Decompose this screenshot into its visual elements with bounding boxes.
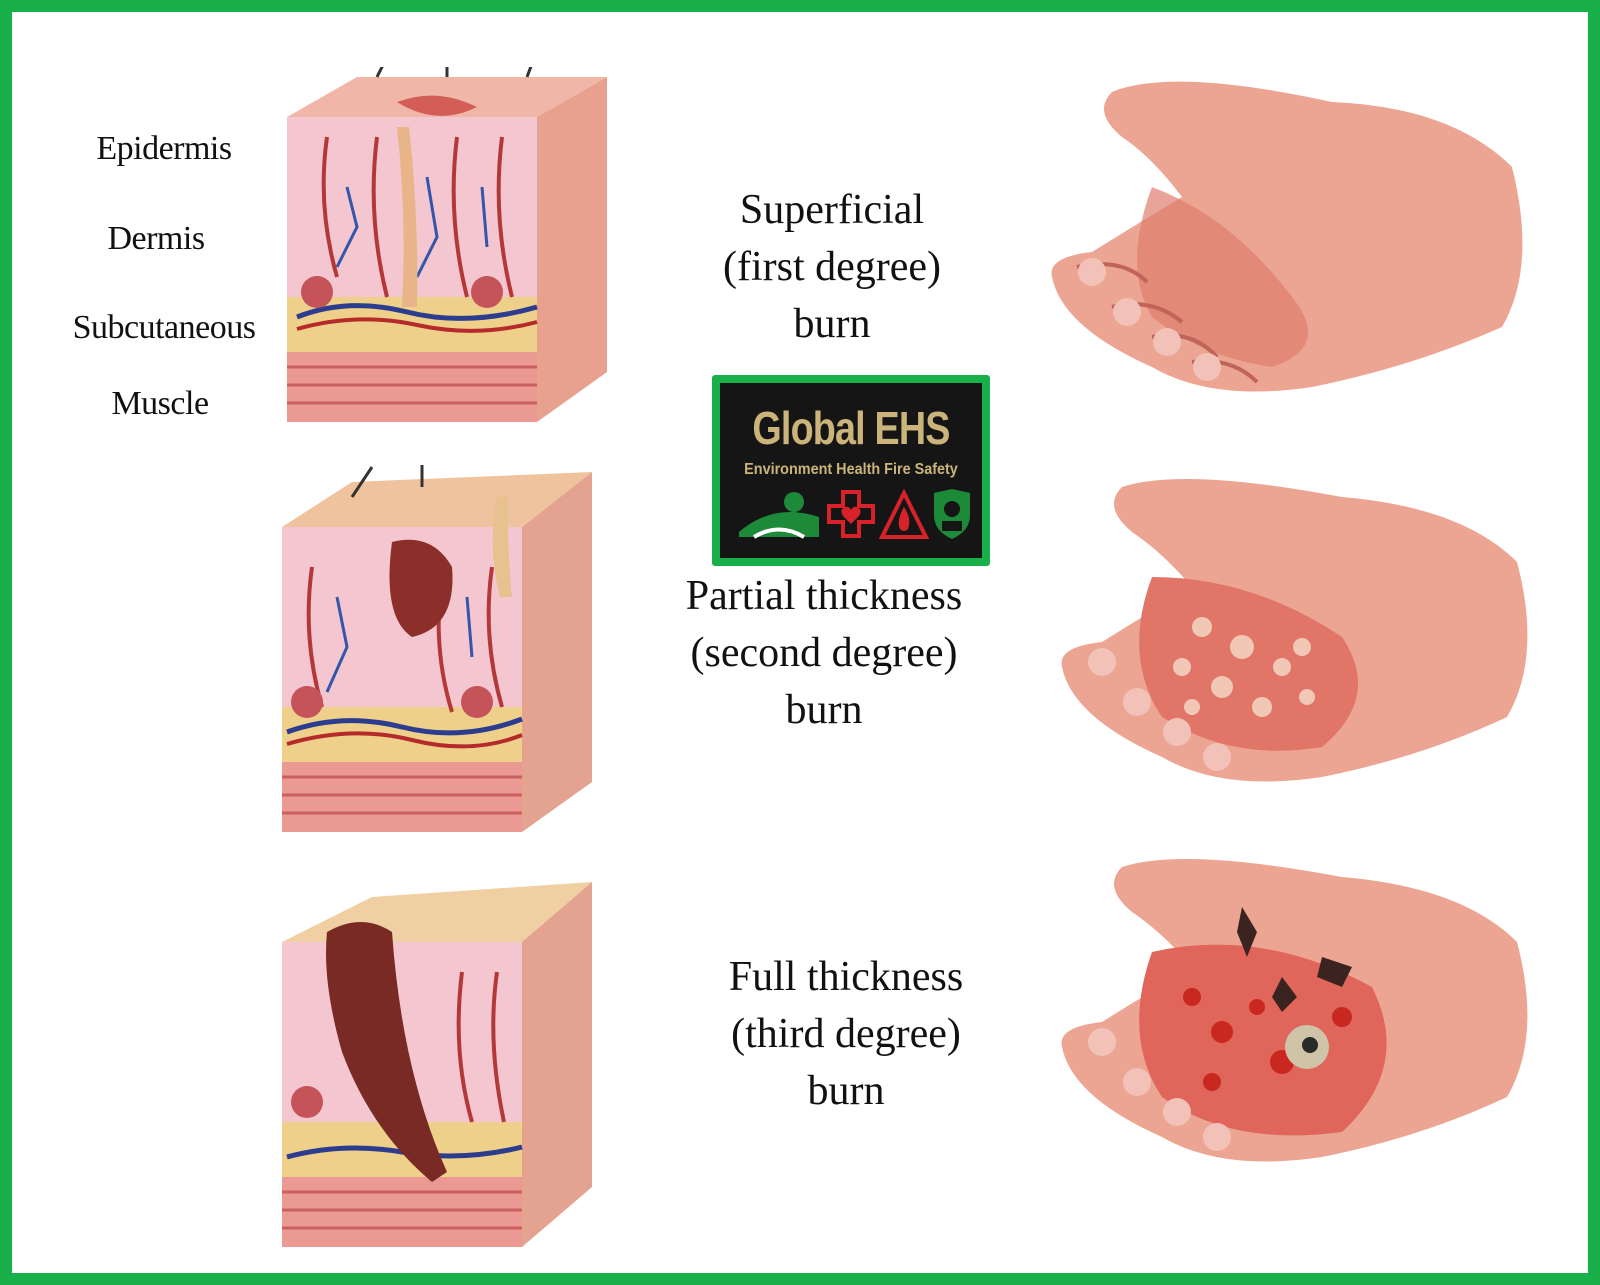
burn-label-superficial-line1: Superficial [739, 187, 925, 233]
burn-label-partial-line1: Partial thickness [685, 573, 963, 619]
burn-label-partial-line2: (second degree) [690, 630, 958, 676]
burn-label-full-line3: burn [807, 1068, 885, 1114]
burn-label-partial: Partial thickness (second degree) burn [654, 568, 994, 739]
skin-cross-section-full [282, 882, 592, 1247]
burn-label-full-line2: (third degree) [731, 1011, 961, 1057]
burn-label-full: Full thickness (third degree) burn [676, 949, 1016, 1120]
health-cross-icon [827, 490, 875, 538]
label-epidermis: Epidermis [96, 130, 232, 167]
logo-title: Global EHS [752, 402, 950, 454]
skin-cross-section-superficial [287, 67, 607, 422]
burn-label-superficial-line2: (first degree) [722, 244, 942, 290]
burn-label-full-line1: Full thickness [728, 954, 964, 1000]
hand-partial-burn [1061, 479, 1528, 782]
burn-label-superficial: Superficial (first degree) burn [662, 182, 1002, 353]
label-muscle: Muscle [111, 385, 209, 422]
burn-label-partial-line3: burn [785, 687, 863, 733]
global-ehs-logo: Global EHS Environment Health Fire Safet… [712, 375, 990, 566]
label-subcutaneous: Subcutaneous [72, 309, 256, 346]
hand-full-burn [1061, 859, 1528, 1162]
burn-label-superficial-line3: burn [793, 301, 871, 347]
skin-cross-section-partial [282, 465, 592, 832]
hand-superficial-burn [1051, 81, 1523, 392]
safety-shield-icon [934, 489, 970, 539]
fire-triangle-icon [878, 488, 930, 539]
environment-icon [739, 492, 819, 539]
logo-icons [739, 488, 970, 539]
logo-subtitle: Environment Health Fire Safety [744, 461, 958, 478]
label-dermis: Dermis [107, 220, 205, 257]
